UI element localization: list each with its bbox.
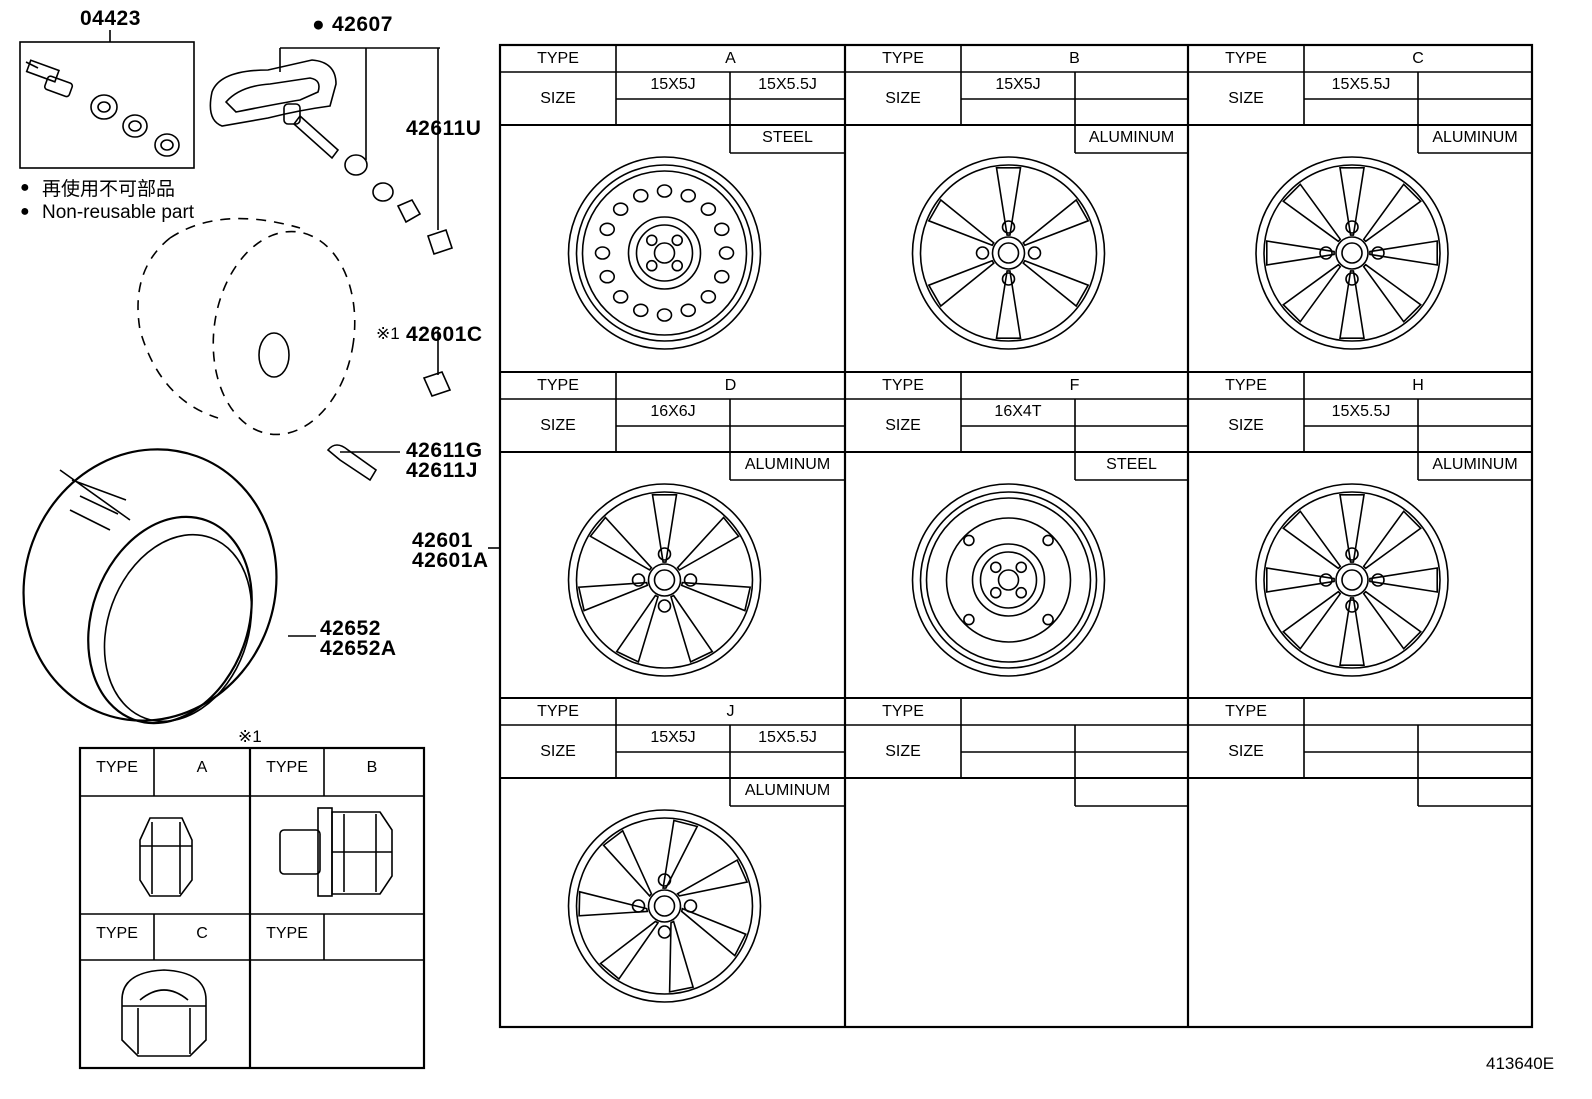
legend-bullet-en: ● bbox=[20, 203, 30, 220]
type-label-6: TYPE bbox=[537, 703, 579, 720]
wheel-size1-3: 16X6J bbox=[650, 403, 696, 420]
hub-nut-mark: ※1 bbox=[376, 324, 400, 343]
size-label-1: SIZE bbox=[885, 90, 921, 107]
wheel-size1-1: 15X5J bbox=[995, 76, 1041, 93]
wheel-type-6: J bbox=[726, 703, 735, 720]
wheel-size1-2: 15X5.5J bbox=[1331, 76, 1391, 93]
spare-tire-illustration bbox=[137, 217, 452, 482]
size-label-4: SIZE bbox=[885, 417, 921, 434]
part-number-valve-g[interactable]: 42611G bbox=[406, 439, 483, 462]
part-number-sensor-bullet: ● bbox=[312, 13, 326, 36]
legend-bullet-jp: ● bbox=[20, 179, 30, 196]
wheel-material-4: STEEL bbox=[1106, 456, 1157, 473]
nut-type-label-3: TYPE bbox=[266, 925, 308, 942]
type-label-3: TYPE bbox=[537, 377, 579, 394]
wheel-size1-0: 15X5J bbox=[650, 76, 696, 93]
wheel-type-2: C bbox=[1412, 50, 1424, 67]
nut-type-value-2: C bbox=[196, 925, 208, 942]
nut-c-drawing bbox=[121, 969, 207, 1057]
nut-b-drawing bbox=[279, 807, 393, 897]
legend-japanese: 再使用不可部品 bbox=[42, 179, 176, 200]
wheel-type-1: B bbox=[1069, 50, 1080, 67]
wheel-type-0: A bbox=[725, 50, 736, 67]
wheel-material-6: ALUMINUM bbox=[744, 782, 831, 799]
wheel-drawing-C bbox=[1255, 156, 1449, 350]
wheel-material-2: ALUMINUM bbox=[1432, 129, 1518, 146]
wheel-drawing-F bbox=[911, 483, 1106, 677]
part-number-valve-cap[interactable]: 42611U bbox=[406, 117, 482, 140]
wheel-type-3: D bbox=[724, 377, 737, 394]
nut-type-label-0: TYPE bbox=[96, 759, 138, 776]
size-label-6: SIZE bbox=[540, 743, 576, 760]
wheel-material-5: ALUMINUM bbox=[1432, 456, 1518, 473]
wheel-table-grid bbox=[498, 43, 1534, 1029]
part-number-wheel-a[interactable]: 42601A bbox=[412, 549, 489, 572]
type-label-5: TYPE bbox=[1225, 377, 1267, 394]
tpms-sensor-illustration bbox=[209, 47, 454, 256]
size-label-5: SIZE bbox=[1228, 417, 1264, 434]
wheel-table-lines bbox=[500, 45, 1532, 807]
wheel-drawing-A bbox=[567, 156, 762, 350]
wheel-size2-6: 15X5.5J bbox=[758, 729, 817, 746]
nut-type-label-1: TYPE bbox=[266, 759, 308, 776]
nut-table-grid bbox=[78, 746, 426, 1070]
part-number-valve-kit[interactable]: 04423 bbox=[80, 7, 141, 30]
valve-kit-illustration bbox=[19, 30, 195, 169]
nut-type-label-2: TYPE bbox=[96, 925, 138, 942]
nut-type-value-1: B bbox=[366, 759, 378, 776]
wheel-size1-6: 15X5J bbox=[650, 729, 696, 746]
part-number-sensor[interactable]: 42607 bbox=[332, 13, 393, 36]
nut-table-mark: ※1 bbox=[238, 727, 262, 746]
wheel-drawing-D bbox=[567, 483, 762, 677]
figure-id: 413640E bbox=[1486, 1054, 1555, 1073]
type-label-2: TYPE bbox=[1225, 50, 1267, 67]
wheel-size2-0: 15X5.5J bbox=[758, 76, 817, 93]
type-label-4: TYPE bbox=[882, 377, 924, 394]
part-number-hub-nut[interactable]: 42601C bbox=[406, 323, 483, 346]
wheel-material-1: ALUMINUM bbox=[1088, 129, 1175, 146]
part-number-wheel[interactable]: 42601 bbox=[412, 529, 473, 552]
size-label-0: SIZE bbox=[540, 90, 576, 107]
nut-type-value-0: A bbox=[196, 759, 208, 776]
wheel-material-3: ALUMINUM bbox=[744, 456, 831, 473]
type-label-0: TYPE bbox=[537, 50, 579, 67]
wheel-size1-5: 15X5.5J bbox=[1331, 403, 1391, 420]
wheel-type-4: F bbox=[1069, 377, 1080, 394]
wheel-drawing-H bbox=[1255, 483, 1449, 677]
wheel-size1-4: 16X4T bbox=[994, 403, 1042, 420]
wheel-drawing-B bbox=[911, 156, 1106, 350]
size-label-3: SIZE bbox=[540, 417, 576, 434]
tire-illustration bbox=[22, 448, 316, 725]
size-label-7: SIZE bbox=[885, 743, 921, 760]
part-number-tire[interactable]: 42652 bbox=[320, 617, 381, 640]
wheel-material-0: STEEL bbox=[762, 129, 813, 146]
type-label-1: TYPE bbox=[882, 50, 924, 67]
size-label-2: SIZE bbox=[1228, 90, 1264, 107]
legend-english: Non-reusable part bbox=[42, 202, 195, 223]
type-label-7: TYPE bbox=[882, 703, 924, 720]
size-label-8: SIZE bbox=[1228, 743, 1264, 760]
part-number-tire-a[interactable]: 42652A bbox=[320, 637, 397, 660]
wheel-drawing-J bbox=[567, 809, 762, 1003]
wheel-drawings bbox=[567, 156, 1449, 1003]
part-number-valve-j[interactable]: 42611J bbox=[406, 459, 478, 482]
type-label-8: TYPE bbox=[1225, 703, 1267, 720]
nut-a-drawing bbox=[139, 817, 193, 897]
wheel-type-5: H bbox=[1412, 377, 1424, 394]
